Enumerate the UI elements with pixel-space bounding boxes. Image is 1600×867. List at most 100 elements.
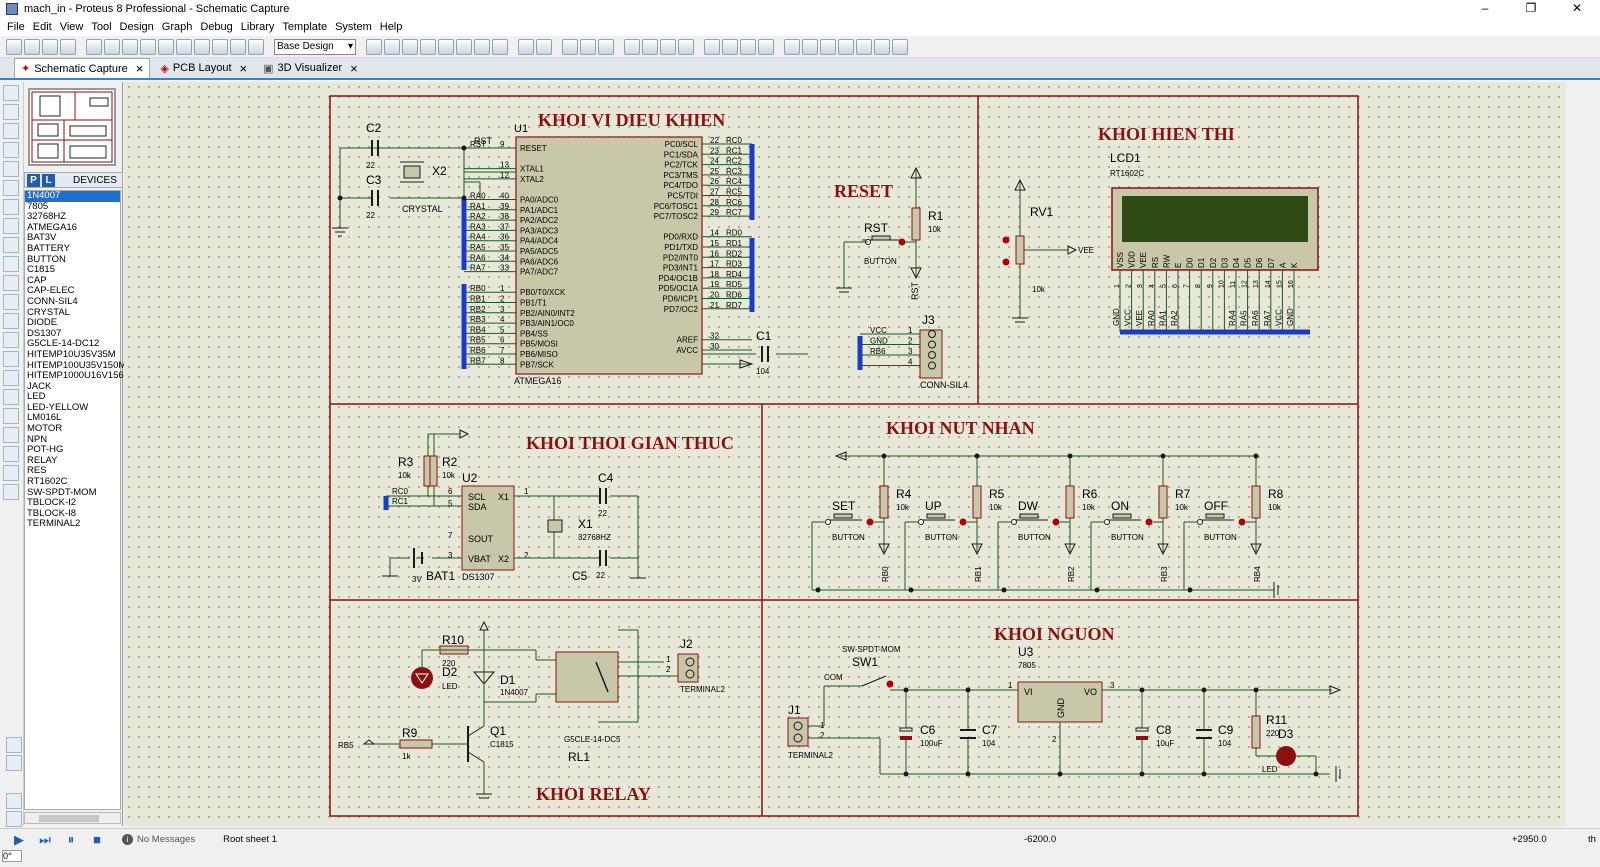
relay-circuit[interactable]: R10 220 D2 LED D1 1N4007 RL1 G5CLE-14-DC… <box>338 620 725 799</box>
paste-icon[interactable] <box>598 38 614 55</box>
decompose-icon[interactable] <box>758 38 774 55</box>
subcircuit-icon[interactable] <box>3 199 19 215</box>
overview-preview[interactable] <box>28 88 116 166</box>
menu-system[interactable]: System <box>335 21 372 33</box>
menu-template[interactable]: Template <box>282 21 328 33</box>
device-list-item[interactable]: LED-YELLOW <box>27 401 89 413</box>
mirror-x-icon[interactable] <box>6 793 22 809</box>
library-manager-button[interactable]: L <box>42 173 55 187</box>
device-list-item[interactable]: RT1602C <box>27 476 68 488</box>
rotate-ccw-icon[interactable] <box>6 755 22 771</box>
device-list-item[interactable]: LED <box>27 391 46 403</box>
new-sheet-icon[interactable] <box>838 38 854 55</box>
tape-recorder-icon[interactable] <box>3 275 19 291</box>
reset-circuit[interactable]: R1 10k RST BUTTON RST <box>836 166 944 300</box>
remove-sheet-icon[interactable] <box>856 38 872 55</box>
crystal-x2[interactable]: X2 CRYSTAL <box>400 161 447 214</box>
device-list-item[interactable]: TBLOCK-I8 <box>27 507 77 519</box>
pcb-icon[interactable] <box>122 38 138 55</box>
design-select[interactable]: Base Design <box>274 38 356 55</box>
device-list-item[interactable]: DS1307 <box>27 327 62 339</box>
zoom-out-icon[interactable] <box>456 38 472 55</box>
schematic-icon[interactable] <box>104 38 120 55</box>
device-list-item[interactable]: CAP-ELEC <box>27 285 75 297</box>
probe-icon[interactable] <box>3 313 19 329</box>
new-file-icon[interactable] <box>6 38 22 55</box>
rotation-field[interactable]: 0° <box>2 850 22 862</box>
mirror-y-icon[interactable] <box>6 811 22 827</box>
terminal-mode-icon[interactable] <box>3 218 19 234</box>
close-tab-icon[interactable]: × <box>135 61 144 76</box>
device-list-item[interactable]: NPN <box>27 433 48 445</box>
device-list-item[interactable]: POT-HG <box>27 444 64 456</box>
search-icon[interactable] <box>802 38 818 55</box>
menu-view[interactable]: View <box>59 21 84 33</box>
close-button[interactable]: ✕ <box>1571 1 1583 15</box>
rotate-cw-icon[interactable] <box>6 737 22 753</box>
device-list-item[interactable]: MOTOR <box>27 423 63 435</box>
device-list-item[interactable]: CRYSTAL <box>27 306 70 318</box>
menu-debug[interactable]: Debug <box>200 21 233 33</box>
virtual-instrument-icon[interactable] <box>3 332 19 348</box>
menu-tool[interactable]: Tool <box>91 21 112 33</box>
report-icon[interactable] <box>892 38 908 55</box>
refresh-icon[interactable] <box>366 38 382 55</box>
make-device-icon[interactable] <box>722 38 738 55</box>
capacitor-c2[interactable]: C2 22 <box>366 121 382 170</box>
pin-mode-icon[interactable] <box>3 237 19 253</box>
device-list-item[interactable]: SW-SPDT-MOM <box>27 486 97 498</box>
component-mode-icon[interactable] <box>3 104 19 120</box>
device-list-item[interactable]: 1N4007 <box>25 190 120 202</box>
potentiometer-rv1[interactable]: RV1 10k VEE <box>1002 178 1095 323</box>
menu-edit[interactable]: Edit <box>32 21 52 33</box>
notes-icon[interactable] <box>230 38 246 55</box>
power-circuit[interactable]: J1 TERMINAL2 1 2 SW-SPDT-MOM SW1 COM U3 … <box>787 645 1342 782</box>
device-list-item[interactable]: C1815 <box>27 264 55 276</box>
bom-icon[interactable] <box>176 38 192 55</box>
device-list-scrollbar[interactable] <box>24 812 121 824</box>
graph-mode-icon[interactable] <box>3 256 19 272</box>
device-list-item[interactable]: BUTTON <box>27 253 66 265</box>
device-list-item[interactable]: TBLOCK-I2 <box>27 497 77 509</box>
close-tab-icon[interactable]: × <box>239 60 248 76</box>
grid-icon[interactable] <box>384 38 400 55</box>
play-icon[interactable]: ▶ <box>14 831 24 847</box>
menu-design[interactable]: Design <box>119 21 154 33</box>
block-rotate-icon[interactable] <box>660 38 676 55</box>
minimize-button[interactable]: – <box>1481 1 1489 15</box>
tab-3d-visualizer[interactable]: ▣ 3D Visualizer × <box>257 58 364 78</box>
device-list-item[interactable]: HITEMP1000U16V156 <box>27 370 124 382</box>
netlist-icon[interactable] <box>212 38 228 55</box>
close-tab-icon[interactable]: × <box>350 60 358 76</box>
pick-device-icon[interactable] <box>704 38 720 55</box>
exit-parent-icon[interactable] <box>874 38 890 55</box>
device-list-item[interactable]: JACK <box>27 380 52 392</box>
wire-autorouter-icon[interactable] <box>784 38 800 55</box>
source-icon[interactable] <box>194 38 210 55</box>
marker-icon[interactable] <box>3 484 19 500</box>
capacitor-c1[interactable]: C1 104 <box>756 329 772 376</box>
cut-icon[interactable] <box>562 38 578 55</box>
device-list-item[interactable]: CONN-SIL4 <box>27 295 78 307</box>
device-list-item[interactable]: RES <box>27 465 47 477</box>
menu-library[interactable]: Library <box>240 21 275 33</box>
device-list-item[interactable]: G5CLE-14-DC12 <box>27 338 100 350</box>
device-list-item[interactable]: BAT3V <box>27 232 57 244</box>
maximize-button[interactable]: ❐ <box>1525 1 1537 15</box>
selection-mode-icon[interactable] <box>3 85 19 101</box>
property-tool-icon[interactable] <box>820 38 836 55</box>
capacitor-c3[interactable]: C3 22 <box>366 173 382 220</box>
pick-device-button[interactable]: P <box>27 173 40 187</box>
device-list-item[interactable]: 32768HZ <box>27 211 67 223</box>
block-copy-icon[interactable] <box>624 38 640 55</box>
symbol-icon[interactable] <box>3 465 19 481</box>
device-list-item[interactable]: RELAY <box>27 454 58 466</box>
zoom-area-icon[interactable] <box>492 38 508 55</box>
open-folder-icon[interactable] <box>24 38 40 55</box>
canvas-vertical-scrollbar[interactable] <box>1566 82 1600 826</box>
device-list-item[interactable]: HITEMP100U35V150M <box>27 359 127 371</box>
